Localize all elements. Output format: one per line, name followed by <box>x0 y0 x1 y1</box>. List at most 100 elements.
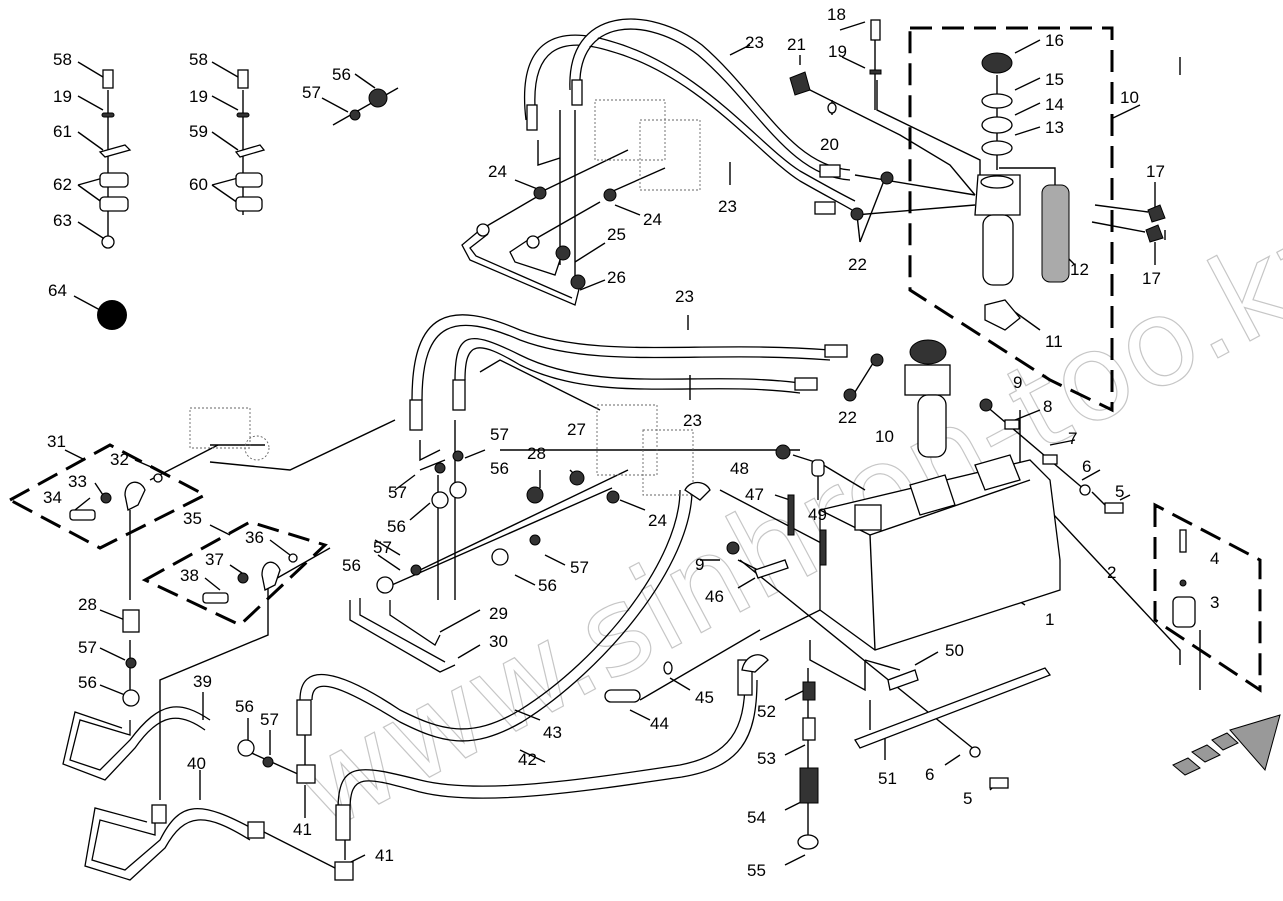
callout-24: 24 <box>643 210 662 229</box>
direction-arrow-icon <box>1172 714 1281 776</box>
callout-28: 28 <box>527 444 546 463</box>
filter-head-lower <box>904 364 951 396</box>
callout-11: 11 <box>1045 332 1063 351</box>
screw-4 <box>1179 529 1187 553</box>
adapter-52 <box>802 681 816 701</box>
nut-9-b <box>726 541 740 555</box>
o-ring-20 <box>827 102 837 114</box>
callout-58: 58 <box>189 50 208 69</box>
callout-57: 57 <box>78 638 97 657</box>
callout-4: 4 <box>1210 549 1219 568</box>
nut-lower <box>151 804 167 824</box>
hose-end-a <box>526 104 538 131</box>
sleeve-57-b <box>434 462 446 474</box>
bolt-58-b <box>237 69 249 89</box>
adapter-28-b <box>122 609 140 633</box>
callout-23: 23 <box>675 287 694 306</box>
hose-end-h <box>794 377 818 391</box>
callout-32: 32 <box>110 450 129 469</box>
plug-64 <box>97 300 127 330</box>
gauge-47 <box>787 494 795 536</box>
watermark: www.sinhron-too.kz <box>271 186 1283 860</box>
sleeve-57-d <box>410 564 422 576</box>
callout-5: 5 <box>963 789 972 808</box>
tank-port-flange-a <box>909 474 956 516</box>
bolt-18 <box>870 19 881 41</box>
callout-17: 17 <box>1142 269 1161 288</box>
callout-57: 57 <box>570 558 589 577</box>
adapter-24-a <box>533 186 547 200</box>
callout-48: 48 <box>730 459 749 478</box>
clamp-62-top <box>99 172 129 188</box>
callout-60: 60 <box>189 175 208 194</box>
assembly-outlines <box>6 26 1262 693</box>
callout-20: 20 <box>820 135 839 154</box>
filter-cap-16 <box>981 52 1013 74</box>
hose-end-f <box>452 379 466 411</box>
callout-56: 56 <box>332 65 351 84</box>
bolt-38 <box>202 592 229 604</box>
tank-filler-neck <box>854 504 882 531</box>
hose-end-d <box>814 201 836 215</box>
callout-50: 50 <box>945 641 964 660</box>
callout-40: 40 <box>187 754 206 773</box>
plate-50 <box>887 669 919 691</box>
elbow-hose-end <box>684 481 711 501</box>
callout-23: 23 <box>718 197 737 216</box>
callout-31: 31 <box>47 432 66 451</box>
tee-41-a <box>296 764 316 784</box>
tube-nut-a <box>476 223 490 237</box>
fitting-17-a <box>1147 204 1166 223</box>
filter-bowl-lower <box>917 394 947 458</box>
breather-assembly-outline <box>1153 502 1262 693</box>
callout-10: 10 <box>1120 88 1139 107</box>
strip-51 <box>854 667 1052 749</box>
callout-36: 36 <box>245 528 264 547</box>
filter-element-12 <box>1041 184 1070 283</box>
callout-45: 45 <box>695 688 714 707</box>
callout-56: 56 <box>538 576 557 595</box>
sleeve-57-g <box>262 756 274 768</box>
callout-64: 64 <box>48 281 67 300</box>
callout-42: 42 <box>518 750 537 769</box>
elbow-hose-end-42 <box>741 654 769 673</box>
plate-61 <box>98 144 132 158</box>
elbow-35 <box>261 561 281 591</box>
callout-35: 35 <box>183 509 202 528</box>
callout-1: 1 <box>1045 610 1054 629</box>
valve-block-middle-ghost <box>189 404 694 496</box>
callout-37: 37 <box>205 550 224 569</box>
nut-56-g <box>237 739 255 757</box>
valve-block-upper-ghost <box>594 99 701 191</box>
sleeve-57-f <box>125 657 137 669</box>
sensor-21 <box>789 71 811 96</box>
adapter-24-c <box>606 490 620 504</box>
callout-24: 24 <box>488 162 507 181</box>
callout-28: 28 <box>78 595 97 614</box>
o-ring-15 <box>981 93 1013 109</box>
callout-26: 26 <box>607 268 626 287</box>
nipple-44 <box>604 689 641 703</box>
washer-33 <box>100 492 112 504</box>
filter-bowl <box>982 214 1014 286</box>
adapter-24-b <box>603 188 617 202</box>
callout-24: 24 <box>648 511 667 530</box>
plate-46 <box>754 559 789 579</box>
callout-8: 8 <box>1043 397 1052 416</box>
callout-7: 7 <box>1068 429 1077 448</box>
washer-19-c <box>869 69 882 75</box>
callout-63: 63 <box>53 211 72 230</box>
callout-9: 9 <box>1013 373 1022 392</box>
nut-56-c <box>449 481 467 499</box>
o-ring-45 <box>663 661 673 675</box>
callout-56: 56 <box>490 459 509 478</box>
clamp-60-bottom <box>235 196 263 212</box>
coupler-54 <box>799 767 819 804</box>
elbow-assembly-35-outline <box>141 520 328 627</box>
callout-22: 22 <box>848 255 867 274</box>
callout-52: 52 <box>757 702 776 721</box>
callout-44: 44 <box>650 714 669 733</box>
adapter-22-c <box>870 353 884 367</box>
callout-56: 56 <box>387 517 406 536</box>
o-ring-13 <box>981 140 1013 156</box>
